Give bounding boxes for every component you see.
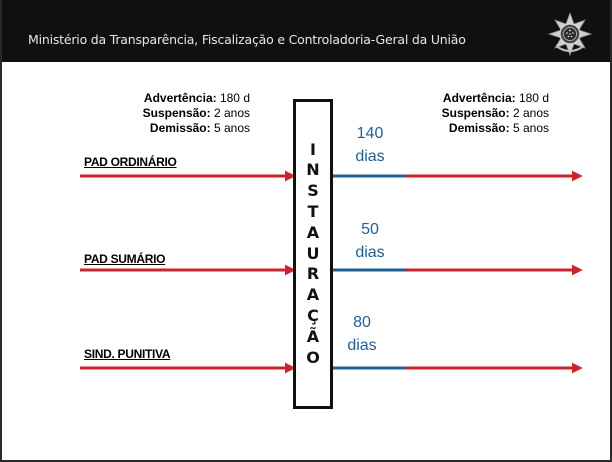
row-label-pad-sumario: PAD SUMÁRIO — [84, 252, 166, 266]
penalty-line-demissao: Demissão: 5 anos — [149, 121, 250, 135]
penalty-line-advertencia: Advertência: 180 d — [143, 91, 250, 105]
instauracao-letter: Ã — [306, 326, 320, 346]
coat-of-arms-icon — [548, 12, 592, 56]
instauracao-letter: N — [306, 160, 320, 180]
penalty-times-right: Advertência: 180 d Suspensão: 2 anos Dem… — [419, 91, 549, 136]
instauracao-letter: U — [306, 243, 320, 263]
header-title: Ministério da Transparência, Fiscalizaçã… — [28, 32, 466, 47]
instauracao-letter: O — [306, 347, 320, 367]
row-label-sind-punitiva: SIND. PUNITIVA — [84, 347, 171, 361]
instauracao-letter: T — [307, 202, 319, 221]
penalty-times-left: Advertência: 180 d Suspensão: 2 anos Dem… — [120, 91, 250, 136]
penalty-line-demissao: Demissão: 5 anos — [448, 121, 549, 135]
instauracao-letter: R — [306, 264, 320, 284]
days-pad-ordinario: 140 dias — [355, 125, 385, 165]
instauracao-letter: Ç — [307, 305, 319, 325]
days-pad-sumario: 50 dias — [355, 221, 385, 261]
days-sind-punitiva: 80 dias — [347, 314, 377, 354]
instauracao-letter: A — [306, 285, 320, 305]
penalty-line-advertencia: Advertência: 180 d — [442, 91, 549, 105]
instauracao-box: I N S T A U R A Ç Ã O — [293, 99, 333, 409]
penalty-line-suspensao: Suspensão: 2 anos — [142, 106, 250, 120]
penalty-line-suspensao: Suspensão: 2 anos — [441, 106, 549, 120]
instauracao-letter: I — [310, 139, 316, 159]
instauracao-letter: A — [306, 222, 320, 242]
row-label-pad-ordinario: PAD ORDINÁRIO — [84, 155, 177, 169]
instauracao-letter: S — [307, 181, 319, 201]
header-bar: Ministério da Transparência, Fiscalizaçã… — [2, 0, 610, 62]
